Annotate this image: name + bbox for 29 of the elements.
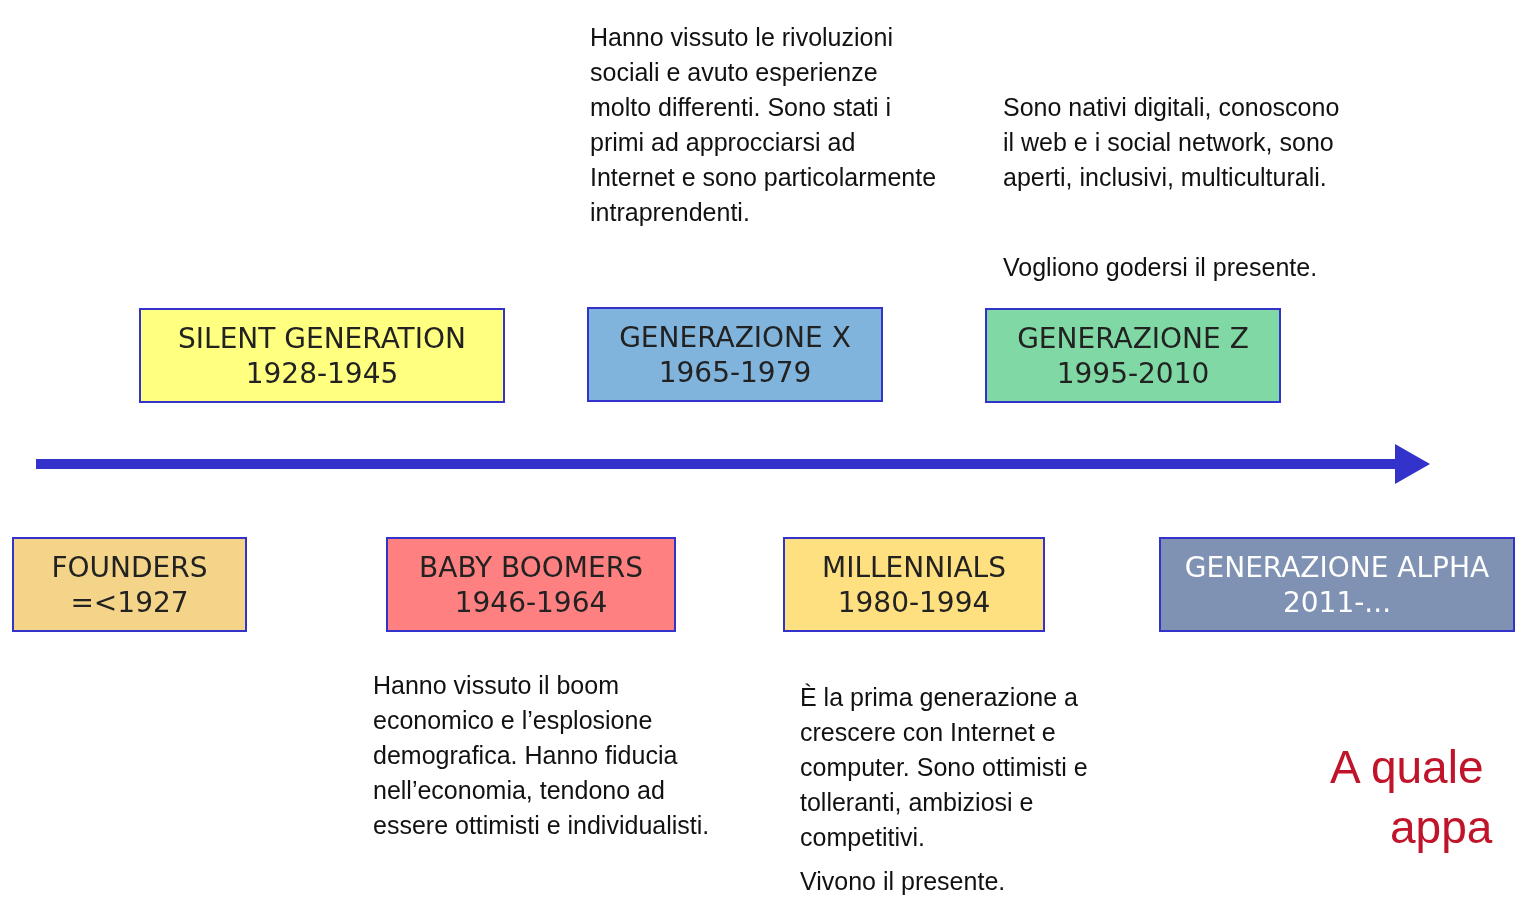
generation-name: GENERAZIONE X	[618, 319, 852, 355]
year-range: =<1927	[69, 584, 190, 620]
year-range: 1995-2010	[1055, 355, 1211, 391]
year-range: 1946-1964	[453, 584, 609, 620]
year-range: 1928-1945	[244, 355, 400, 391]
description-text: È la prima generazione a crescere con Internet e computer. Sono ottimisti e tolleranti, ambiziosi e competitivi.	[800, 682, 1089, 853]
year-range: 1980-1994	[836, 584, 992, 620]
generation-name: GENERAZIONE ALPHA	[1183, 549, 1491, 585]
generation-name: MILLENNIALS	[821, 549, 1007, 585]
generation-name: GENERAZIONE Z	[1016, 320, 1250, 356]
year-range: 2011-...	[1281, 584, 1393, 620]
generation-name: FOUNDERS	[50, 549, 209, 585]
generation-box	[783, 537, 1045, 632]
description-text: Sono nativi digitali, conoscono il web e i social network, sono aperti, inclusivi, multiculturali.	[1003, 92, 1341, 193]
description-text: Hanno vissuto le rivoluzioni sociali e avuto esperienze molto differenti. Sono stati i primi ad approcciarsi ad Internet e sono particolarmente intraprendenti.	[590, 22, 938, 228]
generation-box	[1159, 537, 1515, 632]
description-text: Vivono il presente.	[800, 866, 1007, 897]
year-range: 1965-1979	[657, 354, 813, 390]
question-text: appa	[1390, 800, 1493, 854]
question-text: A quale	[1330, 740, 1484, 794]
description-text: Vogliono godersi il presente.	[1003, 252, 1319, 283]
description-text: Hanno vissuto il boom economico e l’esplosione demografica. Hanno fiducia nell’economia, tendono ad essere ottimisti e individualisti.	[373, 670, 711, 841]
generation-box	[587, 307, 883, 402]
generation-box	[386, 537, 676, 632]
generation-name: BABY BOOMERS	[418, 549, 644, 585]
generation-box	[12, 537, 247, 632]
generation-box	[985, 308, 1281, 403]
generation-name: SILENT GENERATION	[177, 320, 467, 356]
generation-box	[139, 308, 505, 403]
